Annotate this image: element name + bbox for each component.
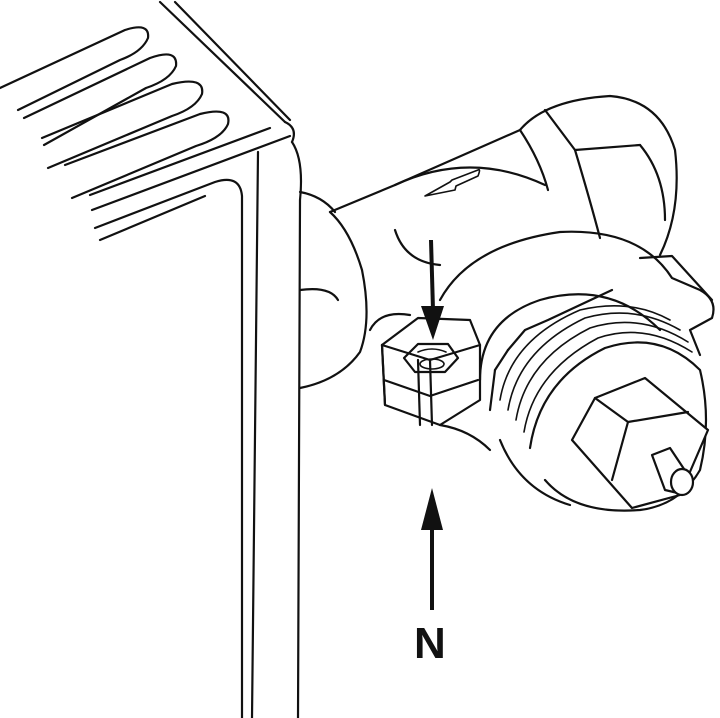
radiator-panel [0, 0, 303, 718]
callout-arrows [421, 239, 444, 610]
callout-label-n: N [414, 619, 446, 668]
flow-direction-arrow [424, 168, 481, 197]
union-hex-nut [368, 312, 492, 452]
presetting-hex-socket [402, 342, 460, 374]
valve-body [298, 94, 678, 390]
threaded-bonnet [438, 230, 715, 512]
spindle-hex-cap [570, 376, 710, 510]
